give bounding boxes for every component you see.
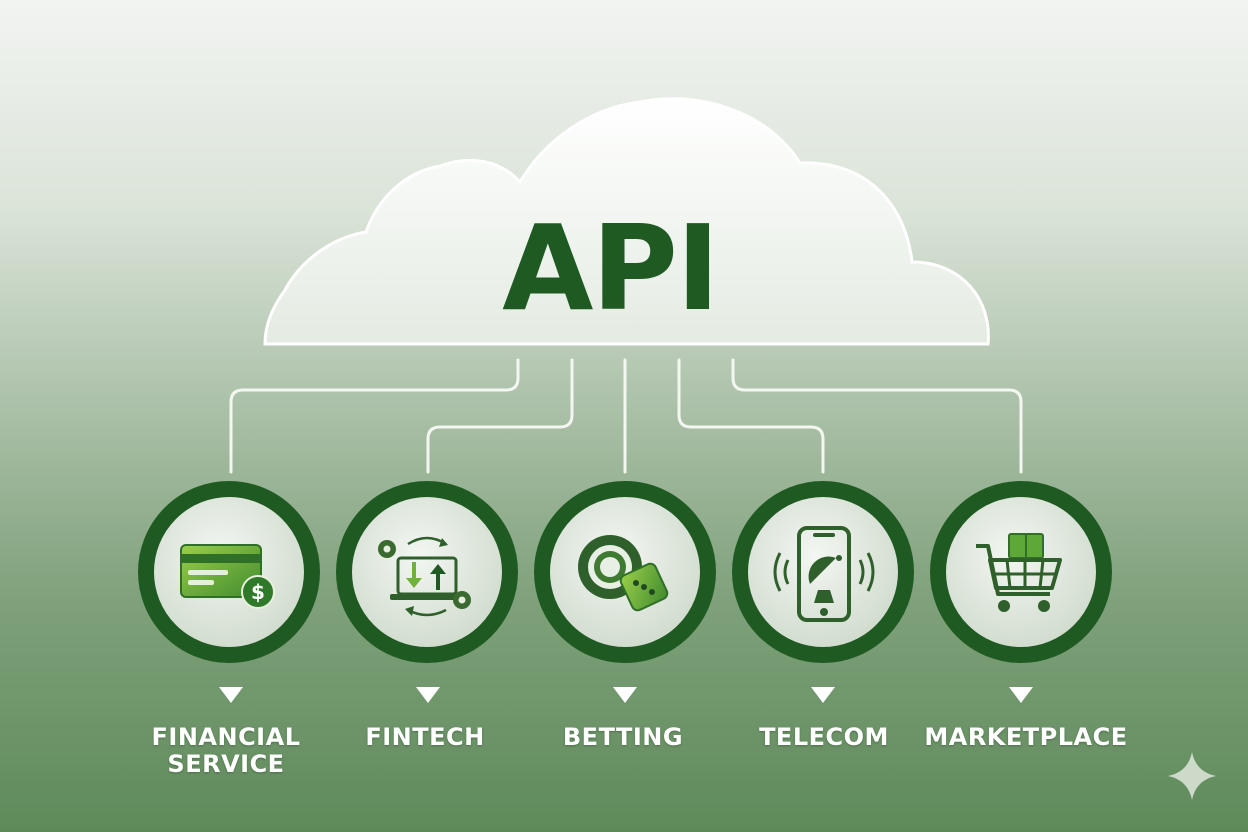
triangle-telecom [811, 687, 835, 703]
label-line: SERVICE [167, 750, 285, 778]
sparkle-icon [1168, 752, 1216, 800]
triangle-marketplace [1009, 687, 1033, 703]
pointer-triangles [219, 687, 1033, 703]
connector-telecom [677, 358, 825, 474]
label-line: BETTING [562, 723, 684, 751]
label-marketplace: MARKETPLACE [916, 724, 1136, 751]
label-line: FINANCIAL [151, 723, 301, 751]
triangle-fintech [416, 687, 440, 703]
connector-fintech [426, 358, 574, 474]
label-telecom: TELECOM [724, 724, 924, 751]
casino-chip-dice-icon [578, 535, 669, 612]
connector-financial-service [229, 358, 520, 474]
shopping-cart-icon [976, 533, 1062, 612]
label-line: FINTECH [365, 723, 485, 751]
category-fintech[interactable] [336, 481, 518, 663]
category-financial-service[interactable]: $ [138, 481, 320, 663]
laptop-transfer-gears-icon [378, 536, 471, 617]
connectors [229, 358, 1023, 474]
label-fintech: FINTECH [325, 724, 525, 751]
credit-card-dollar-icon: $ [180, 544, 275, 609]
api-label: API [502, 199, 718, 337]
label-betting: BETTING [523, 724, 723, 751]
smartphone-satellite-icon [773, 526, 875, 622]
api-cloud: API [263, 97, 990, 346]
triangle-financial-service [219, 687, 243, 703]
category-marketplace[interactable] [930, 481, 1112, 663]
label-line: MARKETPLACE [924, 723, 1128, 751]
label-financial-service: FINANCIAL SERVICE [126, 724, 326, 778]
svg-text:$: $ [251, 580, 265, 604]
connector-marketplace [731, 358, 1023, 474]
label-line: TELECOM [759, 723, 889, 751]
triangle-betting [613, 687, 637, 703]
category-telecom[interactable] [732, 481, 914, 663]
category-betting[interactable] [534, 481, 716, 663]
